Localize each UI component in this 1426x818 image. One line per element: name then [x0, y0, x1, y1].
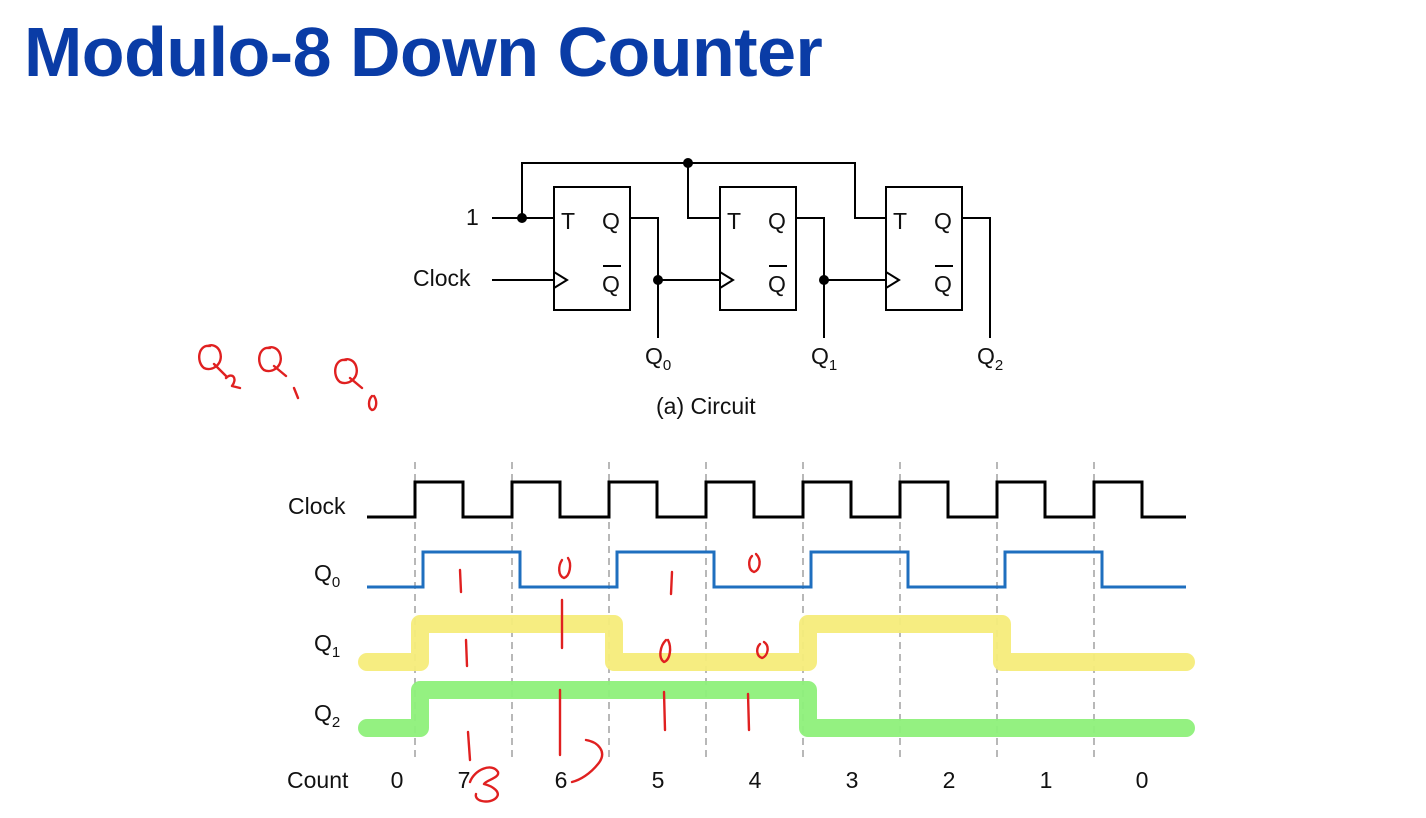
ink-q1-mark	[756, 640, 769, 660]
q1-highlight-stroke	[358, 615, 1195, 671]
wire-q0	[630, 217, 659, 338]
signal-label-q0: Q0	[314, 560, 340, 591]
signal-label-clock: Clock	[288, 493, 346, 519]
ink-q1-mark	[464, 638, 469, 668]
signal-label-q2: Q2	[314, 700, 340, 731]
junction-dot	[653, 275, 663, 285]
ff2-t-label: T	[893, 208, 907, 234]
count-value: 5	[652, 767, 665, 793]
clock-waveform	[367, 480, 1186, 519]
wire-q2	[962, 217, 991, 338]
ink-q2-mark	[662, 690, 667, 732]
handwritten-highlights	[358, 615, 1195, 737]
circuit-diagram	[492, 162, 991, 338]
wire-q1	[796, 217, 825, 338]
ff1-qbar-label: Q	[768, 271, 786, 297]
handwritten-annotations	[198, 344, 769, 803]
ff1-t-label: T	[727, 208, 741, 234]
ink-q2-mark	[746, 692, 751, 732]
count-value: 4	[749, 767, 762, 793]
ff2-q-label: Q	[934, 208, 952, 234]
wire-t-bus	[521, 162, 886, 219]
ink-q0-mark	[458, 568, 463, 594]
count-value: 3	[846, 767, 859, 793]
clock-triangle-1	[719, 271, 735, 289]
ff0-t-label: T	[561, 208, 575, 234]
ink-arrow-scribble	[468, 766, 500, 803]
ink-q1-scribble	[258, 346, 300, 400]
ink-q1-mark	[659, 638, 672, 664]
ink-q0-mark	[669, 570, 674, 596]
ff0-q-label: Q	[602, 208, 620, 234]
ff2-qbar-label: Q	[934, 271, 952, 297]
count-value: 1	[1040, 767, 1053, 793]
junction-dot	[819, 275, 829, 285]
ink-q2-mark	[466, 730, 472, 762]
output-q2-label: Q2	[977, 343, 1003, 374]
flip-flop-2	[885, 186, 963, 311]
ink-q0-mark	[558, 556, 572, 580]
output-q0-label: Q0	[645, 343, 671, 374]
count-value: 0	[1136, 767, 1149, 793]
circuit-caption: (a) Circuit	[656, 393, 756, 419]
q0-waveform	[367, 550, 1186, 589]
flip-flop-0	[553, 186, 631, 311]
junction-dot	[517, 213, 527, 223]
junction-dot	[683, 158, 693, 168]
ink-q2-scribble	[198, 344, 242, 390]
ink-arrow-scribble	[570, 738, 604, 784]
q2-highlight-stroke	[358, 681, 1195, 737]
page-title: Modulo-8 Down Counter	[24, 13, 823, 91]
output-q1-label: Q1	[811, 343, 837, 374]
ff1-q-label: Q	[768, 208, 786, 234]
signal-label-q1: Q1	[314, 630, 340, 661]
count-value: 7	[458, 767, 471, 793]
count-value: 6	[555, 767, 568, 793]
circuit-clock-label: Clock	[413, 265, 471, 291]
flip-flop-1	[719, 186, 797, 311]
count-label: Count	[287, 767, 349, 793]
ink-q0-scribble	[334, 358, 378, 412]
count-value: 2	[943, 767, 956, 793]
wire-t1	[687, 163, 720, 219]
clock-triangle-0	[553, 271, 569, 289]
count-value: 0	[391, 767, 404, 793]
ff0-qbar-label: Q	[602, 271, 620, 297]
timing-waveforms	[367, 480, 1186, 589]
input-one-label: 1	[466, 204, 479, 230]
clock-triangle-2	[885, 271, 901, 289]
ink-q0-mark	[748, 552, 761, 574]
